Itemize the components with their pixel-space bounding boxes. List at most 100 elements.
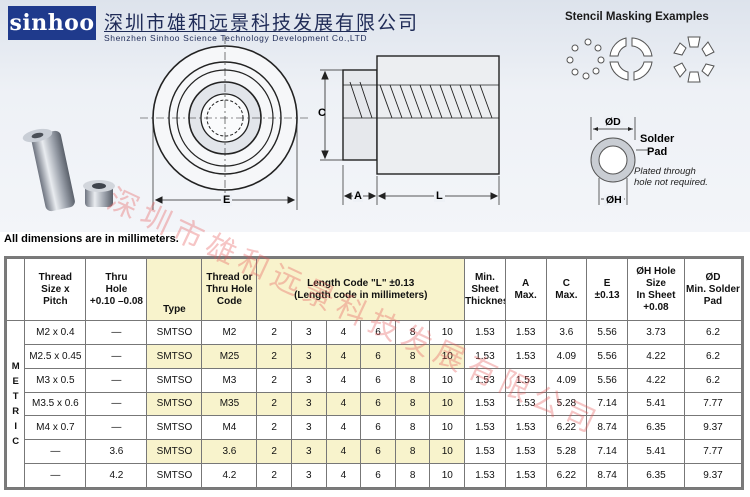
cell-e: 5.56: [586, 320, 628, 345]
cell-sheet: 1.53: [464, 343, 506, 369]
cell-od: 6.2: [683, 320, 743, 345]
cell-c: 5.28: [545, 439, 588, 465]
cell-a: 1.53: [504, 391, 547, 417]
cell-l: 4: [325, 391, 362, 417]
cell-l: 2: [256, 415, 293, 441]
cell-l: 6: [360, 343, 396, 369]
cell-e: 7.14: [586, 391, 628, 417]
cell-a: 1.53: [504, 367, 547, 393]
cell-l: 2: [256, 391, 293, 417]
dim-label-e: E: [221, 194, 233, 206]
cell-sheet: 1.53: [464, 415, 506, 441]
cell-oh: 4.22: [626, 343, 685, 369]
table-row: M3.5 x 0.6 — SMTSO M35 2 3 4 6 8 10 1.53…: [7, 391, 743, 417]
cell-c: 4.09: [545, 343, 588, 369]
cell-type: SMTSO: [146, 391, 203, 417]
cell-e: 8.74: [586, 463, 628, 488]
cell-l: 3: [291, 439, 327, 465]
header-e: E±0.13: [586, 258, 628, 321]
cell-od: 6.2: [683, 343, 743, 369]
cell-l: 10: [429, 320, 466, 345]
plated-note: Plated through hole not required.: [634, 166, 708, 188]
table-row: M2.5 x 0.45 — SMTSO M25 2 3 4 6 8 10 1.5…: [7, 343, 743, 369]
cell-sheet: 1.53: [464, 367, 506, 393]
cell-l: 8: [394, 439, 431, 465]
company-logo: sinhoo: [8, 6, 96, 40]
cell-oh: 5.41: [626, 439, 685, 465]
table-row: — 3.6 SMTSO 3.6 2 3 4 6 8 10 1.53 1.53 5…: [7, 439, 743, 465]
cell-a: 1.53: [504, 320, 547, 345]
cell-a: 1.53: [504, 439, 547, 465]
cell-l: 2: [256, 439, 293, 465]
cell-thru: —: [85, 367, 148, 393]
cell-l: 6: [360, 320, 396, 345]
cell-sheet: 1.53: [464, 391, 506, 417]
cell-type: SMTSO: [146, 415, 203, 441]
cell-e: 5.56: [586, 343, 628, 369]
cell-sheet: 1.53: [464, 439, 506, 465]
cell-l: 8: [394, 415, 431, 441]
cell-c: 5.28: [545, 391, 588, 417]
cell-code: M3: [201, 367, 258, 393]
cell-oh: 6.35: [626, 415, 685, 441]
front-view-drawing: [140, 36, 310, 210]
solder-pad-detail: [590, 117, 648, 205]
cell-l: 6: [360, 439, 396, 465]
cell-e: 5.56: [586, 367, 628, 393]
cell-l: 8: [394, 320, 431, 345]
company-name-en: Shenzhen Sinhoo Science Technology Devel…: [104, 31, 368, 43]
cell-od: 6.2: [683, 367, 743, 393]
cell-od: 9.37: [683, 415, 743, 441]
table-row: M4 x 0.7 — SMTSO M4 2 3 4 6 8 10 1.53 1.…: [7, 415, 743, 441]
cell-l: 4: [325, 343, 362, 369]
cell-e: 8.74: [586, 415, 628, 441]
cell-e: 7.14: [586, 439, 628, 465]
cell-l: 4: [325, 439, 362, 465]
cell-l: 10: [429, 343, 466, 369]
cell-a: 1.53: [504, 463, 547, 488]
cell-l: 8: [394, 367, 431, 393]
dim-label-c: C: [318, 107, 326, 119]
cell-l: 10: [429, 391, 466, 417]
dimensions-note: All dimensions are in millimeters.: [4, 233, 179, 245]
cell-thru: 3.6: [85, 439, 148, 465]
cell-oh: 5.41: [626, 391, 685, 417]
cell-type: SMTSO: [146, 343, 203, 369]
cell-l: 4: [325, 415, 362, 441]
cell-oh: 4.22: [626, 367, 685, 393]
cell-l: 3: [291, 391, 327, 417]
cell-l: 4: [325, 463, 362, 488]
cell-l: 3: [291, 343, 327, 369]
cell-code: M25: [201, 343, 258, 369]
cell-code: 4.2: [201, 463, 258, 488]
cell-type: SMTSO: [146, 320, 203, 345]
cell-thru: 4.2: [85, 463, 148, 488]
cell-l: 3: [291, 415, 327, 441]
dim-label-oh: ØH: [604, 194, 624, 206]
cell-c: 3.6: [545, 320, 588, 345]
cell-c: 4.09: [545, 367, 588, 393]
cell-l: 4: [325, 320, 362, 345]
header-length: Length Code "L" ±0.13(Length code in mil…: [256, 258, 466, 321]
dim-label-a: A: [353, 190, 363, 202]
cell-oh: 6.35: [626, 463, 685, 488]
cell-l: 2: [256, 343, 293, 369]
technical-drawing: [22, 36, 715, 212]
cell-code: 3.6: [201, 439, 258, 465]
cell-l: 10: [429, 367, 466, 393]
cell-thru: —: [85, 320, 148, 345]
header-type: Type: [146, 258, 203, 321]
cell-thru: —: [85, 415, 148, 441]
cell-od: 9.37: [683, 463, 743, 488]
header-min-sheet: Min.SheetThickness: [464, 258, 506, 321]
